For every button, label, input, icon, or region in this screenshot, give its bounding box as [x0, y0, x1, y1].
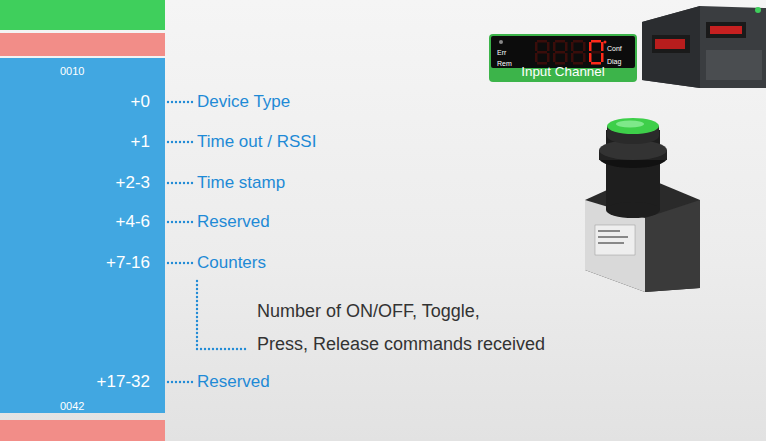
offset-label: +2-3	[116, 172, 151, 193]
leader-dot	[196, 348, 198, 350]
leader-dot	[167, 182, 169, 184]
leader-dot	[200, 348, 202, 350]
leader-dot	[183, 101, 185, 103]
display-indicator: Diag	[607, 56, 621, 67]
note-text: Number of ON/OFF, Toggle,	[257, 300, 480, 322]
leader-dot	[187, 141, 189, 143]
leader-dot	[179, 141, 181, 143]
leader-dot	[179, 262, 181, 264]
leader-dot	[179, 381, 181, 383]
leader-dot	[175, 141, 177, 143]
leader-dot	[191, 262, 193, 264]
field-name: Counters	[197, 252, 266, 273]
leader-dot	[191, 381, 193, 383]
leader-dot	[179, 101, 181, 103]
leader-dot	[187, 101, 189, 103]
leader-dot	[167, 381, 169, 383]
display-indicator: Err	[497, 47, 506, 58]
leader-dot	[196, 292, 198, 294]
field-name: Time out / RSSI	[197, 131, 316, 152]
field-name: Device Type	[197, 91, 290, 112]
leader-dot	[191, 141, 193, 143]
leader-dot	[175, 221, 177, 223]
memory-map-panel: 0010 +0 +1 +2-3 +4-6 +7-16 +17-32 0042	[0, 58, 165, 413]
leader-dot	[167, 141, 169, 143]
field-name: Reserved	[197, 371, 270, 392]
leader-dot	[204, 348, 206, 350]
leader-dot	[224, 348, 226, 350]
leader-dot	[240, 348, 242, 350]
leader-dot	[179, 221, 181, 223]
offset-label: +17-32	[97, 371, 150, 392]
leader-dot	[175, 101, 177, 103]
field-name: Reserved	[197, 211, 270, 232]
leader-dot	[171, 182, 173, 184]
leader-dot	[171, 101, 173, 103]
leader-dot	[212, 348, 214, 350]
leader-dot	[236, 348, 238, 350]
leader-dot	[196, 280, 198, 282]
controller-device	[642, 6, 766, 88]
leader-dot	[183, 381, 185, 383]
leader-dot	[167, 221, 169, 223]
leader-dot	[167, 262, 169, 264]
leader-dot	[171, 381, 173, 383]
field-name: Time stamp	[197, 172, 285, 193]
address-label: 0042	[60, 399, 84, 414]
leader-dot	[196, 324, 198, 326]
leader-dot	[196, 320, 198, 322]
leader-dot	[196, 284, 198, 286]
leader-dot	[191, 182, 193, 184]
leader-dot	[187, 221, 189, 223]
leader-dot	[196, 316, 198, 318]
leader-dot	[196, 308, 198, 310]
leader-dot	[196, 296, 198, 298]
note-text: Press, Release commands received	[257, 333, 545, 355]
offset-label: +4-6	[116, 211, 151, 232]
leader-dot	[196, 332, 198, 334]
leader-dot	[175, 262, 177, 264]
red-bar	[0, 420, 165, 441]
leader-dot	[183, 262, 185, 264]
leader-dot	[183, 221, 185, 223]
leader-dot	[171, 262, 173, 264]
offset-label: +1	[131, 131, 150, 152]
leader-dot	[171, 141, 173, 143]
leader-dot	[196, 312, 198, 314]
push-button	[585, 118, 700, 292]
leader-dot	[191, 101, 193, 103]
leader-dot	[196, 340, 198, 342]
leader-dot	[208, 348, 210, 350]
leader-dot	[191, 221, 193, 223]
leader-dot	[175, 381, 177, 383]
display-indicator: Rem	[497, 58, 512, 69]
leader-dot	[183, 141, 185, 143]
leader-dot	[167, 101, 169, 103]
leader-dot	[196, 344, 198, 346]
leader-dot	[196, 328, 198, 330]
display-indicator: Conf	[607, 43, 622, 54]
leader-dot	[187, 262, 189, 264]
address-label: 0010	[60, 64, 84, 79]
leader-dot	[196, 304, 198, 306]
leader-dot	[187, 182, 189, 184]
leader-dot	[220, 348, 222, 350]
leader-dot	[179, 182, 181, 184]
leader-dot	[196, 300, 198, 302]
red-bar	[0, 33, 165, 56]
leader-dot	[175, 182, 177, 184]
leader-dot	[183, 182, 185, 184]
leader-dot	[232, 348, 234, 350]
leader-dot	[187, 381, 189, 383]
leader-dot	[216, 348, 218, 350]
leader-dot	[196, 288, 198, 290]
leader-dot	[228, 348, 230, 350]
green-bar	[0, 0, 165, 30]
offset-label: +7-16	[106, 252, 150, 273]
leader-dot	[171, 221, 173, 223]
offset-label: +0	[131, 91, 150, 112]
leader-dot	[244, 348, 246, 350]
leader-dot	[196, 336, 198, 338]
